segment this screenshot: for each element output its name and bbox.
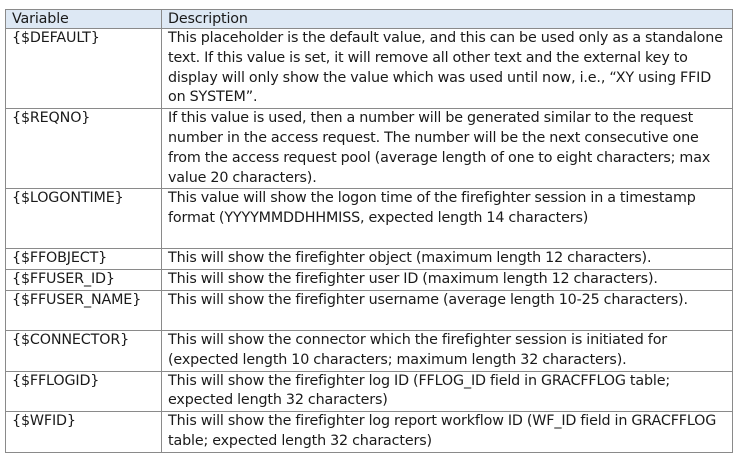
table-row: {$FFUSER_ID} This will show the firefigh… [5,269,733,291]
description-cell: This will show the firefighter object (m… [161,248,733,271]
column-header-description: Description [161,9,733,29]
column-header-variable: Variable [5,9,162,29]
table-row: {$DEFAULT} This placeholder is the defau… [5,27,733,110]
table-row: {$FFOBJECT} This will show the firefight… [5,248,733,271]
variables-table: Variable Description {$DEFAULT} This pla… [5,9,733,453]
table-row: {$FFLOGID} This will show the firefighte… [5,370,733,413]
description-cell: This will show the firefighter user ID (… [161,269,733,291]
variable-cell: {$WFID} [5,411,162,453]
table-row: {$REQNO} If this value is used, then a n… [5,108,733,190]
variable-cell: {$FFOBJECT} [5,248,162,271]
variable-cell: {$FFUSER_ID} [5,269,162,291]
variable-cell: {$REQNO} [5,108,162,190]
description-cell: This will show the firefighter log repor… [161,411,733,453]
description-cell: This will show the firefighter log ID (F… [161,370,733,413]
table-row: {$CONNECTOR} This will show the connecto… [5,329,733,372]
description-cell: This will show the firefighter username … [161,289,733,331]
description-cell: This placeholder is the default value, a… [161,27,733,110]
description-cell: This value will show the logon time of t… [161,188,733,250]
variables-table-container: Variable Description {$DEFAULT} This pla… [5,9,733,453]
description-cell: If this value is used, then a number wil… [161,108,733,190]
variable-cell: {$LOGONTIME} [5,188,162,250]
variable-cell: {$FFLOGID} [5,370,162,413]
description-cell: This will show the connector which the f… [161,329,733,372]
table-row: {$FFUSER_NAME} This will show the firefi… [5,289,733,331]
variable-cell: {$DEFAULT} [5,27,162,110]
variable-cell: {$FFUSER_NAME} [5,289,162,331]
table-row: {$WFID} This will show the firefighter l… [5,411,733,453]
table-header-row: Variable Description [5,9,733,29]
variable-cell: {$CONNECTOR} [5,329,162,372]
table-row: {$LOGONTIME} This value will show the lo… [5,188,733,250]
